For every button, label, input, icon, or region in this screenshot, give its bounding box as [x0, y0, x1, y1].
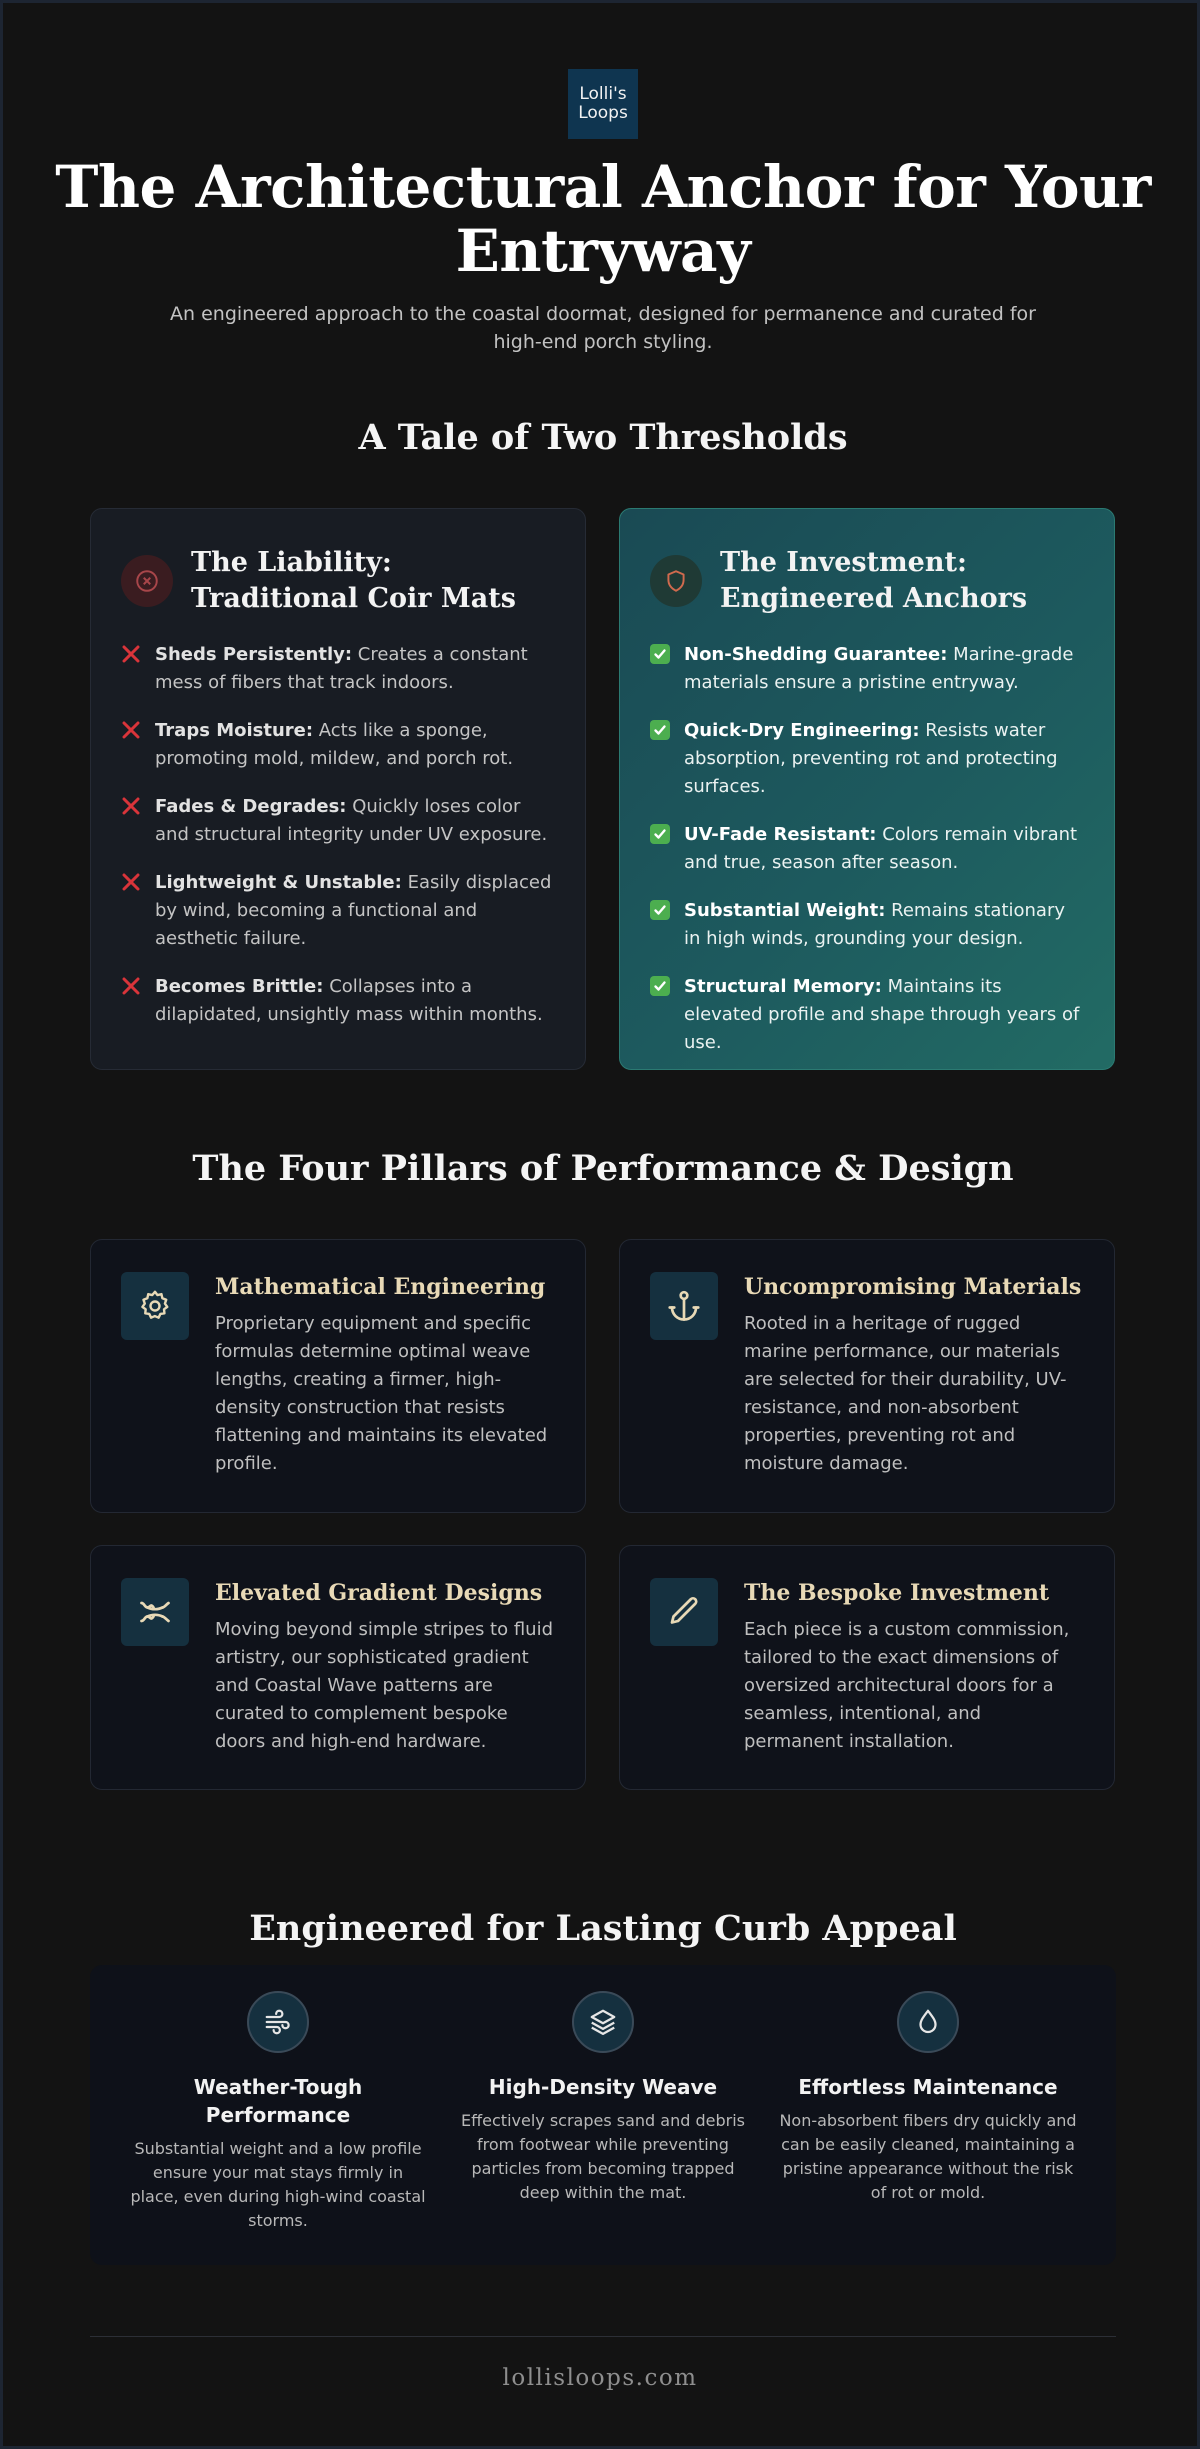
point-label: Structural Memory: [684, 976, 882, 997]
liability-point: Lightweight & Unstable: Easily displaced… [121, 869, 555, 953]
liability-point: Fades & Degrades: Quickly loses color an… [121, 793, 555, 849]
pillar-text: Rooted in a heritage of rugged marine pe… [744, 1313, 1067, 1474]
point-label: Substantial Weight: [684, 900, 886, 921]
point-text: Creates a constant mess of fibers that t… [155, 644, 528, 693]
point-text: Marine-grade materials ensure a pristine… [684, 644, 1074, 693]
check-icon [650, 973, 672, 1057]
check-icon [650, 641, 672, 697]
feature-item: Effortless Maintenance Non-absorbent fib… [778, 1991, 1078, 2205]
pillar-card: The Bespoke Investment Each piece is a c… [619, 1545, 1115, 1790]
feature-title: Effortless Maintenance [798, 2075, 1058, 2099]
wind-icon [247, 1991, 309, 2053]
logo-text-line2: Loops [578, 103, 628, 123]
feature-title: Weather-Tough Performance [193, 2075, 363, 2127]
feature-text: Substantial weight and a low profile ens… [130, 2139, 426, 2230]
pillar-title: Mathematical Engineering [215, 1274, 546, 1300]
page-title: The Architectural Anchor for Your Entryw… [55, 153, 1151, 285]
gear-icon [121, 1272, 189, 1340]
point-text: Resists water absorption, preventing rot… [684, 720, 1058, 797]
point-text: Quickly loses color and structural integ… [155, 796, 548, 845]
page-subtitle: An engineered approach to the coastal do… [170, 303, 1036, 353]
point-text: Maintains its elevated profile and shape… [684, 976, 1080, 1053]
layers-icon [572, 1991, 634, 2053]
investment-point: Non-Shedding Guarantee: Marine-grade mat… [650, 641, 1084, 697]
point-text: Remains stationary in high winds, ground… [684, 900, 1066, 949]
cross-icon [121, 717, 143, 773]
check-icon [650, 897, 672, 953]
point-label: Sheds Persistently: [155, 644, 353, 665]
pillar-text: Each piece is a custom commission, tailo… [744, 1619, 1070, 1752]
point-label: Traps Moisture: [155, 720, 314, 741]
pillars-heading: The Four Pillars of Performance & Design [192, 1148, 1014, 1189]
point-text: Easily displaced by wind, becoming a fun… [155, 872, 552, 949]
curb-appeal-heading: Engineered for Lasting Curb Appeal [249, 1908, 957, 1949]
investment-point: Structural Memory: Maintains its elevate… [650, 973, 1084, 1057]
cross-icon [121, 641, 143, 697]
feature-text: Non-absorbent fibers dry quickly and can… [779, 2111, 1077, 2202]
point-text: Collapses into a dilapidated, unsightly … [155, 976, 543, 1025]
cross-icon [121, 793, 143, 849]
point-text: Acts like a sponge, promoting mold, mild… [155, 720, 514, 769]
feature-title: High-Density Weave [488, 2075, 718, 2099]
investment-card: The Investment: Engineered Anchors Non-S… [619, 508, 1115, 1070]
investment-title: The Investment: Engineered Anchors [720, 547, 1028, 614]
point-label: UV-Fade Resistant: [684, 824, 877, 845]
point-label: Non-Shedding Guarantee: [684, 644, 948, 665]
investment-point: UV-Fade Resistant: Colors remain vibrant… [650, 821, 1084, 877]
check-icon [650, 717, 672, 801]
droplet-icon [897, 1991, 959, 2053]
liability-point: Traps Moisture: Acts like a sponge, prom… [121, 717, 555, 773]
pillar-title: The Bespoke Investment [744, 1580, 1050, 1606]
footer-website-link[interactable]: lollisloops.com [502, 2365, 698, 2391]
comparison-heading: A Tale of Two Thresholds [358, 417, 848, 458]
liability-card: The Liability: Traditional Coir Mats She… [90, 508, 586, 1070]
x-circle-icon [121, 555, 173, 607]
pillar-text: Moving beyond simple stripes to fluid ar… [215, 1619, 554, 1752]
pencil-icon [650, 1578, 718, 1646]
footer-divider [90, 2336, 1116, 2337]
liability-point: Becomes Brittle: Collapses into a dilapi… [121, 973, 555, 1029]
cross-icon [121, 973, 143, 1029]
shield-icon [650, 555, 702, 607]
pillar-text: Proprietary equipment and specific formu… [215, 1313, 548, 1474]
point-text: Colors remain vibrant and true, season a… [684, 824, 1078, 873]
pillar-card: Uncompromising Materials Rooted in a her… [619, 1239, 1115, 1513]
point-label: Fades & Degrades: [155, 796, 347, 817]
liability-point: Sheds Persistently: Creates a constant m… [121, 641, 555, 697]
pillar-title: Elevated Gradient Designs [215, 1580, 543, 1606]
pillar-title: Uncompromising Materials [744, 1274, 1082, 1300]
feature-item: High-Density Weave Effectively scrapes s… [453, 1991, 753, 2205]
feature-item: Weather-Tough Performance Substantial we… [128, 1991, 428, 2233]
feature-text: Effectively scrapes sand and debris from… [461, 2111, 745, 2202]
brand-logo[interactable]: Lolli's Loops [568, 69, 638, 139]
pillar-card: Elevated Gradient Designs Moving beyond … [90, 1545, 586, 1790]
investment-point: Substantial Weight: Remains stationary i… [650, 897, 1084, 953]
check-icon [650, 821, 672, 877]
cross-icon [121, 869, 143, 953]
wave-icon [121, 1578, 189, 1646]
pillar-card: Mathematical Engineering Proprietary equ… [90, 1239, 586, 1513]
investment-point: Quick-Dry Engineering: Resists water abs… [650, 717, 1084, 801]
logo-text-line1: Lolli's [579, 84, 627, 104]
liability-title: The Liability: Traditional Coir Mats [191, 547, 516, 614]
point-label: Becomes Brittle: [155, 976, 324, 997]
anchor-icon [650, 1272, 718, 1340]
point-label: Lightweight & Unstable: [155, 872, 402, 893]
point-label: Quick-Dry Engineering: [684, 720, 920, 741]
